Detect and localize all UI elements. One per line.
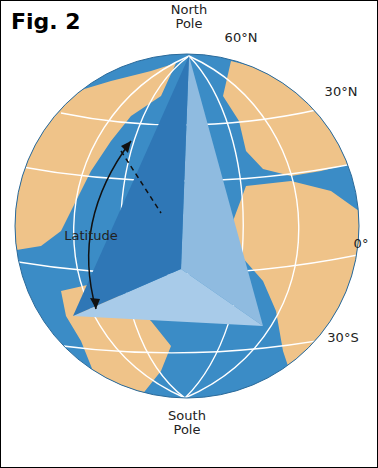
- angle-label: Latitude: [64, 229, 118, 243]
- wedge-dark: [73, 56, 189, 316]
- graticule: [1, 56, 377, 398]
- arrow-head: [121, 141, 131, 153]
- globe-label: 60°N: [225, 31, 258, 45]
- globe-label: 30°N: [325, 85, 358, 99]
- globe-label: South Pole: [163, 409, 211, 436]
- arrow-head: [90, 298, 100, 309]
- globe-label: North Pole: [165, 3, 213, 30]
- globe-label: 30°S: [327, 331, 358, 345]
- globe-outline: [15, 54, 359, 398]
- dashed-line: [121, 151, 161, 213]
- globe-label: 0°: [354, 237, 369, 251]
- figure-title: Fig. 2: [11, 9, 81, 34]
- latitude-arc: [89, 141, 131, 309]
